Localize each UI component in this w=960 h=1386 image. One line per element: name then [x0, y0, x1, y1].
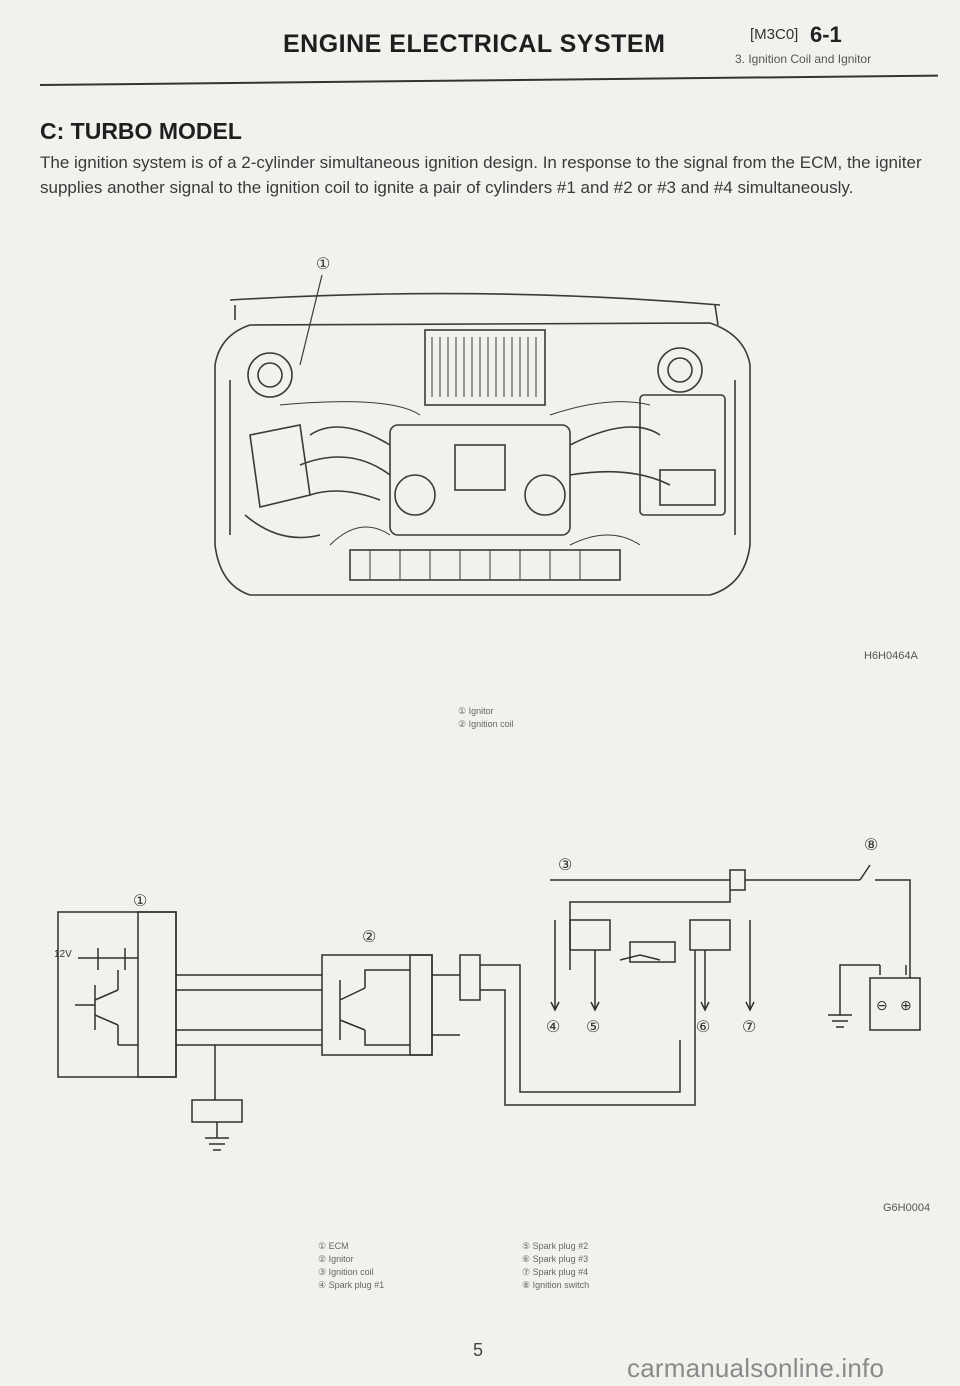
figure2-legend-item: ⑦ Spark plug #4	[522, 1267, 589, 1277]
figure2-code: G6H0004	[883, 1202, 931, 1214]
figure1-legend-item: ① Ignitor	[458, 706, 494, 716]
callout-2: ②	[362, 929, 376, 946]
callout-5: ⑤	[586, 1019, 600, 1036]
figure2-legend-item: ⑧ Ignition switch	[522, 1280, 590, 1290]
figure2-legend-right: ⑤ Spark plug #2 ⑥ Spark plug #3 ⑦ Spark …	[522, 1240, 589, 1292]
watermark-text: carmanualsonline.info	[627, 1353, 885, 1383]
figure2-legend-item: ① ECM	[318, 1241, 349, 1251]
callout-8: ⑧	[864, 837, 878, 854]
battery-minus: ⊖	[876, 997, 888, 1013]
figure1-callout-1: ①	[316, 256, 330, 273]
figure2-legend-item: ④ Spark plug #1	[318, 1280, 385, 1290]
voltage-label: 12V	[54, 949, 72, 960]
figure2-legend-item: ⑤ Spark plug #2	[522, 1241, 589, 1251]
section-title: C: TURBO MODEL	[40, 118, 242, 144]
figure2-legend-item: ② Ignitor	[318, 1254, 354, 1264]
figure1-legend-item: ② Ignition coil	[458, 719, 514, 729]
header-rule	[39, 74, 938, 86]
ignition-wiring-diagram: ① ② ③ ④ ⑤ ⑥ ⑦ ⑧ 12V ⊖ ⊕	[54, 837, 921, 1151]
figure1-code: H6H0464A	[864, 650, 918, 662]
header-subtitle: 3. Ignition Coil and Ignitor	[735, 52, 872, 66]
figure2-legend-item: ⑥ Spark plug #3	[522, 1254, 589, 1264]
figure2-legend-item: ③ Ignition coil	[318, 1267, 374, 1277]
callout-3: ③	[558, 857, 572, 874]
figure2-legend-left: ① ECM ② Ignitor ③ Ignition coil ④ Spark …	[318, 1240, 384, 1292]
section-body-text: The ignition system is of a 2-cylinder s…	[40, 153, 922, 197]
page-number: 5	[473, 1340, 484, 1360]
callout-1: ①	[133, 893, 147, 910]
battery-plus: ⊕	[900, 997, 912, 1013]
header-title: ENGINE ELECTRICAL SYSTEM	[283, 30, 666, 58]
header-page-number: 6-1	[810, 22, 842, 47]
ecm-box	[57, 911, 177, 1078]
figure1-legend: ① Ignitor ② Ignition coil	[458, 705, 514, 731]
callout-6: ⑥	[696, 1019, 710, 1036]
callout-4: ④	[546, 1019, 560, 1036]
header-code: [M3C0]	[750, 26, 799, 43]
engine-bay-illustration: ①	[214, 256, 751, 596]
callout-7: ⑦	[742, 1019, 756, 1036]
